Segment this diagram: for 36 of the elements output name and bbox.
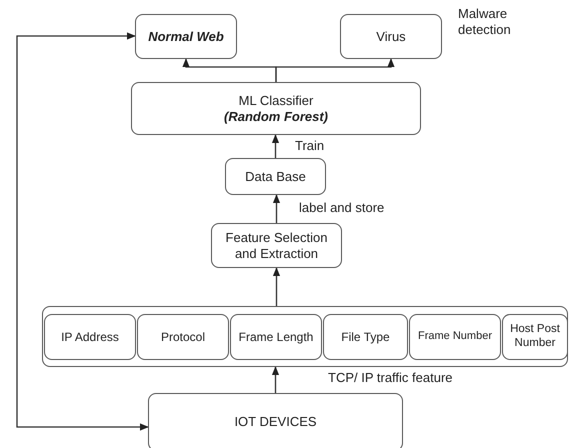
process-box bbox=[137, 314, 229, 360]
box-label: Feature Selection and Extraction bbox=[224, 230, 328, 262]
box-label: File Type bbox=[341, 330, 390, 344]
arrow bbox=[275, 58, 395, 82]
box-label: Frame Number bbox=[418, 330, 492, 344]
process-box bbox=[44, 314, 136, 360]
box-label: IP Address bbox=[61, 330, 119, 344]
edge-label: TCP/ IP traffic feature bbox=[326, 370, 455, 385]
box-label: ML Classifier bbox=[238, 92, 314, 108]
box-label: Host Post Number bbox=[509, 323, 561, 351]
side-note: Malware detection bbox=[458, 6, 512, 38]
box-label: Frame Length bbox=[238, 330, 314, 344]
box-label: IOT DEVICES bbox=[234, 414, 317, 430]
arrow bbox=[16, 32, 149, 431]
process-box bbox=[225, 158, 326, 195]
box-label: Normal Web bbox=[148, 28, 224, 44]
edge-label: label and store bbox=[297, 200, 386, 215]
arrow bbox=[272, 366, 280, 393]
feature-band bbox=[42, 306, 568, 367]
process-box bbox=[131, 82, 421, 135]
process-box bbox=[340, 14, 442, 59]
process-box bbox=[409, 314, 501, 360]
arrow bbox=[272, 267, 280, 306]
process-box bbox=[323, 314, 408, 360]
arrow bbox=[272, 134, 280, 158]
box-label: Data Base bbox=[245, 168, 306, 184]
box-label: Virus bbox=[376, 28, 406, 44]
edge-label: Train bbox=[293, 138, 326, 153]
process-box bbox=[230, 314, 322, 360]
process-box bbox=[502, 314, 568, 360]
process-box bbox=[211, 223, 342, 268]
process-box bbox=[148, 393, 403, 448]
box-label: Protocol bbox=[160, 330, 206, 344]
box-sublabel: (Random Forest) bbox=[224, 108, 328, 124]
process-box bbox=[135, 14, 237, 59]
arrow bbox=[272, 194, 280, 223]
